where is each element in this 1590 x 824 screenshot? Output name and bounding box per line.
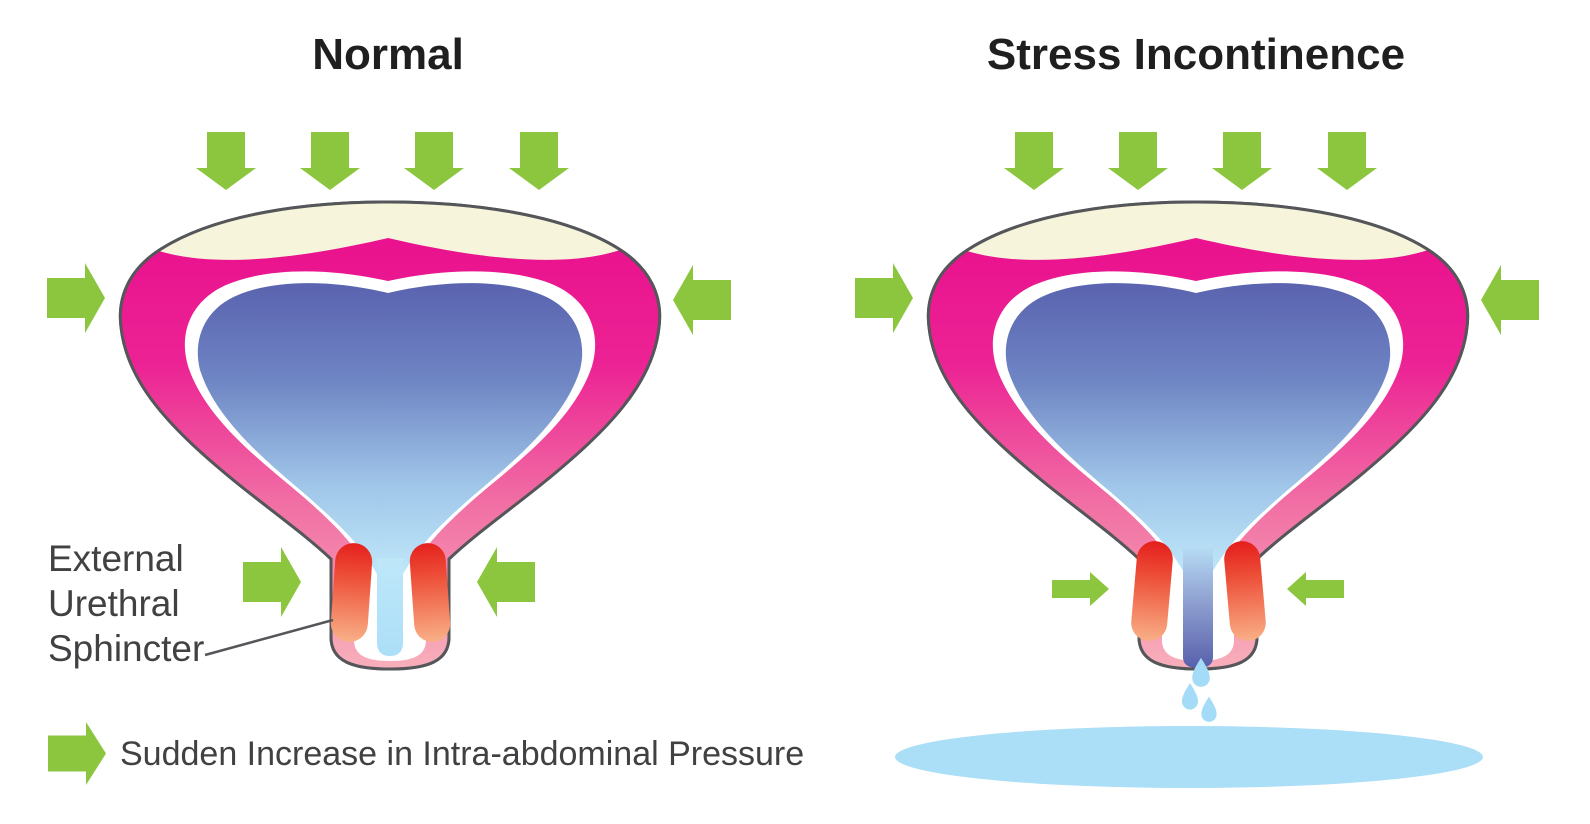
urethral-sphincter-left	[330, 543, 373, 642]
legend	[48, 722, 106, 785]
urethra-channel-open	[1183, 545, 1213, 668]
right-arrow-icon	[1052, 572, 1109, 606]
sphincter-label: External Urethral Sphincter	[48, 538, 205, 669]
urine-drop-icon	[1182, 683, 1198, 710]
left-arrow-icon	[477, 547, 535, 617]
urethra-channel-closed	[377, 558, 403, 656]
urethral-sphincter-right	[409, 543, 451, 642]
urethral-sphincter-right	[1224, 541, 1266, 641]
leader-line	[204, 618, 334, 657]
right-arrow-icon	[243, 547, 301, 617]
stress-bladder-panel	[855, 132, 1539, 788]
left-panel-title: Normal	[312, 30, 464, 79]
normal-bladder-panel	[47, 132, 731, 669]
right-panel-title: Stress Incontinence	[986, 30, 1406, 79]
urine-puddle	[895, 726, 1483, 788]
legend-arrow-icon	[48, 722, 106, 785]
left-arrow-icon	[1287, 572, 1344, 606]
legend-label: Sudden Increase in Intra-abdominal Press…	[120, 735, 805, 773]
urine-drop-icon	[1201, 696, 1217, 722]
urethral-sphincter-left	[1131, 541, 1173, 641]
